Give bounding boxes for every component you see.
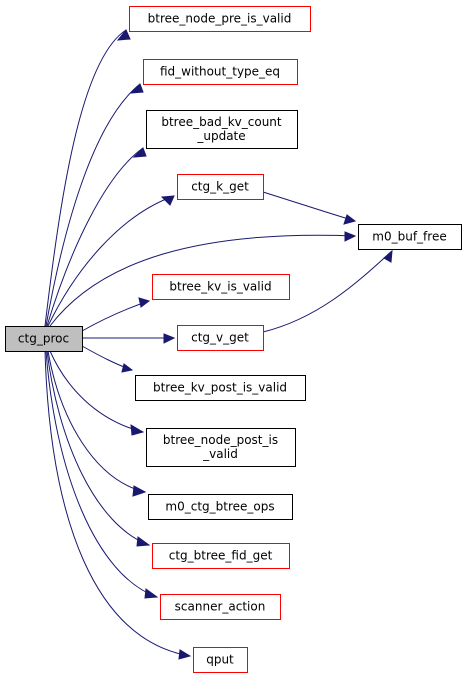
edge-root-n8	[81, 345, 134, 373]
arrowhead-icon	[160, 195, 175, 206]
edge-n7-n5	[262, 249, 393, 333]
node-label: m0_buf_free	[372, 230, 446, 244]
arrowhead-icon	[343, 214, 357, 225]
edge-line	[45, 350, 158, 598]
node-box	[177, 325, 264, 351]
arrowhead-icon	[129, 83, 144, 94]
node-ctg-k-get[interactable]: ctg_k_get	[177, 174, 264, 200]
edge-line	[81, 300, 150, 332]
node-label: btree_node_post_is	[163, 433, 278, 447]
node-box	[177, 174, 264, 200]
node-label: btree_bad_kv_count	[161, 115, 282, 129]
edge-root-n10	[47, 350, 147, 497]
node-label: btree_node_pre_is_valid	[148, 12, 292, 26]
node-box	[143, 59, 298, 85]
node-label: ctg_btree_fid_get	[169, 549, 273, 563]
arrowhead-icon	[344, 231, 357, 242]
edge-root-n3	[46, 147, 147, 327]
edge-line	[49, 234, 356, 327]
edge-root-n4	[47, 195, 175, 327]
edge-root-n2	[45, 83, 144, 327]
node-btree-kv-post-is-valid[interactable]: btree_kv_post_is_valid	[135, 375, 306, 401]
node-fid-without-type-eq[interactable]: fid_without_type_eq	[143, 59, 298, 85]
edge-line	[262, 191, 356, 222]
edge-line	[45, 83, 141, 327]
node-btree-node-post-is-valid[interactable]: btree_node_post_is_valid	[146, 428, 296, 467]
arrowhead-icon	[121, 363, 134, 373]
node-btree-bad-kv-count-update[interactable]: btree_bad_kv_count_update	[146, 110, 298, 149]
arrowhead-icon	[116, 29, 131, 41]
node-box	[135, 375, 306, 401]
node-label: fid_without_type_eq	[160, 65, 280, 79]
node-btree-kv-is-valid[interactable]: btree_kv_is_valid	[152, 274, 290, 300]
edge-line	[49, 350, 144, 433]
node-box	[146, 428, 296, 467]
node-label: ctg_k_get	[191, 180, 249, 194]
arrowhead-icon	[144, 588, 159, 599]
arrowhead-icon	[178, 649, 192, 660]
edge-root-n5	[49, 231, 357, 327]
edge-line	[46, 350, 150, 546]
node-label: _valid	[202, 447, 238, 461]
arrowhead-icon	[130, 424, 145, 436]
node-box	[129, 6, 311, 32]
edge-root-n1	[44, 29, 131, 327]
node-btree-node-pre-is-valid[interactable]: btree_node_pre_is_valid	[129, 6, 311, 32]
edges-layer	[44, 29, 393, 660]
node-scanner-action[interactable]: scanner_action	[160, 594, 281, 620]
edge-line	[47, 350, 146, 493]
node-box	[358, 224, 462, 250]
edge-root-n9	[49, 350, 145, 436]
edge-line	[44, 29, 127, 327]
node-m0-buf-free[interactable]: m0_buf_free	[358, 224, 462, 250]
edge-root-n12	[45, 350, 159, 599]
node-label: ctg_v_get	[191, 331, 249, 345]
node-label: ctg_proc	[18, 332, 69, 346]
edge-line	[262, 250, 393, 333]
node-qput[interactable]: qput	[193, 647, 248, 673]
arrowhead-icon	[163, 333, 176, 344]
node-label: scanner_action	[175, 600, 266, 614]
edge-root-n11	[46, 350, 151, 547]
node-label: _update	[196, 129, 245, 143]
node-ctg-v-get[interactable]: ctg_v_get	[177, 325, 264, 351]
nodes-layer: ctg_proc btree_node_pre_is_valid fid_witho…	[5, 6, 462, 673]
node-ctg-proc[interactable]: ctg_proc	[5, 326, 83, 352]
arrowhead-icon	[383, 249, 393, 263]
edge-line	[46, 147, 144, 327]
node-label: btree_kv_post_is_valid	[153, 381, 287, 395]
node-label: m0_ctg_btree_ops	[165, 500, 274, 514]
node-box	[5, 326, 83, 352]
node-box	[193, 647, 248, 673]
node-label: btree_kv_is_valid	[169, 280, 271, 294]
arrowhead-icon	[132, 147, 147, 158]
node-box	[152, 274, 290, 300]
node-m0-ctg-btree-ops[interactable]: m0_ctg_btree_ops	[148, 494, 293, 520]
edge-line	[44, 350, 191, 657]
node-box	[146, 110, 298, 149]
edge-n4-n5	[262, 191, 357, 225]
node-box	[148, 494, 293, 520]
edge-root-n6	[81, 297, 151, 332]
node-ctg-btree-fid-get[interactable]: ctg_btree_fid_get	[152, 543, 290, 569]
arrowhead-icon	[132, 485, 147, 497]
edge-line	[47, 195, 175, 327]
arrowhead-icon	[138, 297, 151, 308]
node-box	[152, 543, 290, 569]
node-label: qput	[206, 653, 234, 667]
node-box	[160, 594, 281, 620]
edge-root-n13	[44, 350, 192, 660]
arrowhead-icon	[136, 536, 151, 547]
edge-root-n7	[82, 333, 176, 344]
